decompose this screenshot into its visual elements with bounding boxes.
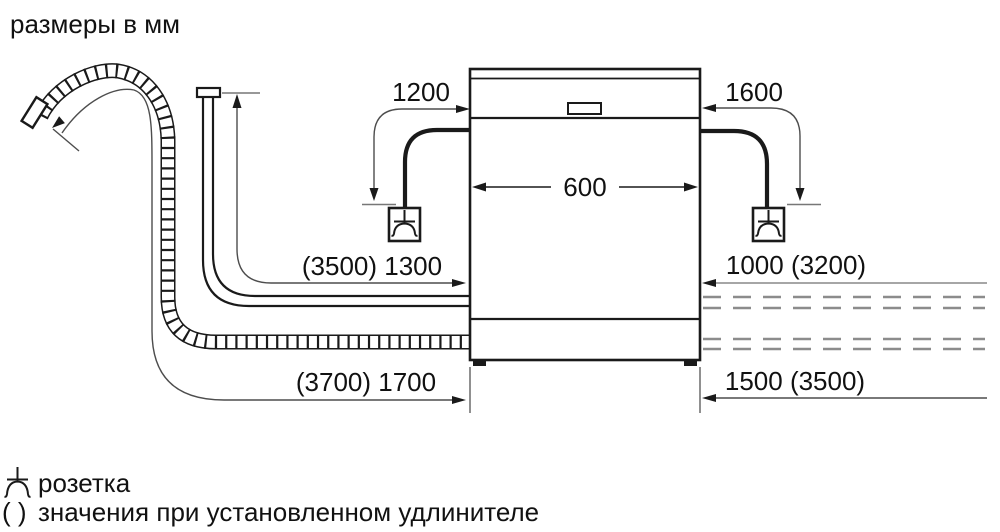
leader-tail <box>52 128 80 152</box>
dim-curve <box>373 108 466 196</box>
arrowhead-left-icon <box>472 182 486 192</box>
socket-arc <box>391 222 418 237</box>
dim-appliance-width: 600 <box>472 172 698 202</box>
dim-drain-hose: (3700) 1700 <box>52 88 471 413</box>
left-foot <box>473 360 486 366</box>
dim-cable-left: 1200 <box>362 77 470 206</box>
arrowhead-left-icon <box>702 394 716 402</box>
dashed-hose-routes <box>703 295 985 351</box>
arrowhead-right-icon <box>452 279 466 287</box>
right-foot <box>684 360 697 366</box>
legend: розетка ( ) значения при установленном у… <box>2 467 539 527</box>
dim-curve <box>61 88 462 401</box>
power-cable-left <box>402 127 470 207</box>
drain-hose-right-label: 1500 (3500) <box>725 366 865 396</box>
arrowhead-hose-end-icon <box>52 116 65 128</box>
arrowhead-down-icon <box>795 188 805 201</box>
socket-arc <box>4 480 31 498</box>
drain-hose-end-cap <box>19 95 50 130</box>
dim-supply-right: 1000 (3200) <box>702 250 987 287</box>
supply-hose-connector-cap <box>195 86 222 99</box>
appliance-width-label: 600 <box>563 172 606 202</box>
supply-hose <box>195 86 469 308</box>
dim-supply-hose: (3500) 1300 <box>222 92 466 287</box>
display-icon <box>567 102 602 115</box>
drain-hose-corrugated <box>19 63 469 350</box>
arrowhead-up-icon <box>232 94 242 108</box>
cable-right-label: 1600 <box>725 77 783 107</box>
arrowhead-right-icon <box>456 105 470 113</box>
legend-socket-label: розетка <box>38 468 131 498</box>
socket-right-icon <box>751 206 786 243</box>
legend-parens-symbol: ( ) <box>2 497 27 527</box>
socket-arc <box>755 222 782 237</box>
arrowhead-right-icon <box>452 396 466 404</box>
dim-curve <box>236 98 462 284</box>
arrowhead-down-icon <box>369 188 379 201</box>
supply-hose-left-label: (3500) 1300 <box>302 251 442 281</box>
socket-left-icon <box>387 206 422 243</box>
supply-hose-outer-wall <box>201 97 469 308</box>
arrowhead-left-icon <box>702 104 716 112</box>
legend-socket-icon <box>4 467 31 498</box>
arrowhead-right-icon <box>684 182 698 192</box>
drain-hose-ribs <box>34 63 469 350</box>
dishwasher <box>468 67 702 366</box>
dim-cable-right: 1600 <box>702 77 821 206</box>
arrowhead-left-icon <box>702 279 716 287</box>
cable-left-label: 1200 <box>392 77 450 107</box>
supply-hose-right-label: 1000 (3200) <box>726 250 866 280</box>
dim-curve <box>706 107 801 196</box>
drain-hose-left-label: (3700) 1700 <box>296 367 436 397</box>
dim-drain-right: 1500 (3500) <box>699 366 987 413</box>
page-title: размеры в мм <box>10 9 180 39</box>
supply-hose-inner-wall <box>211 97 469 298</box>
legend-parens-note: значения при установленном удлинителе <box>38 497 539 527</box>
power-cable-right <box>700 128 770 207</box>
